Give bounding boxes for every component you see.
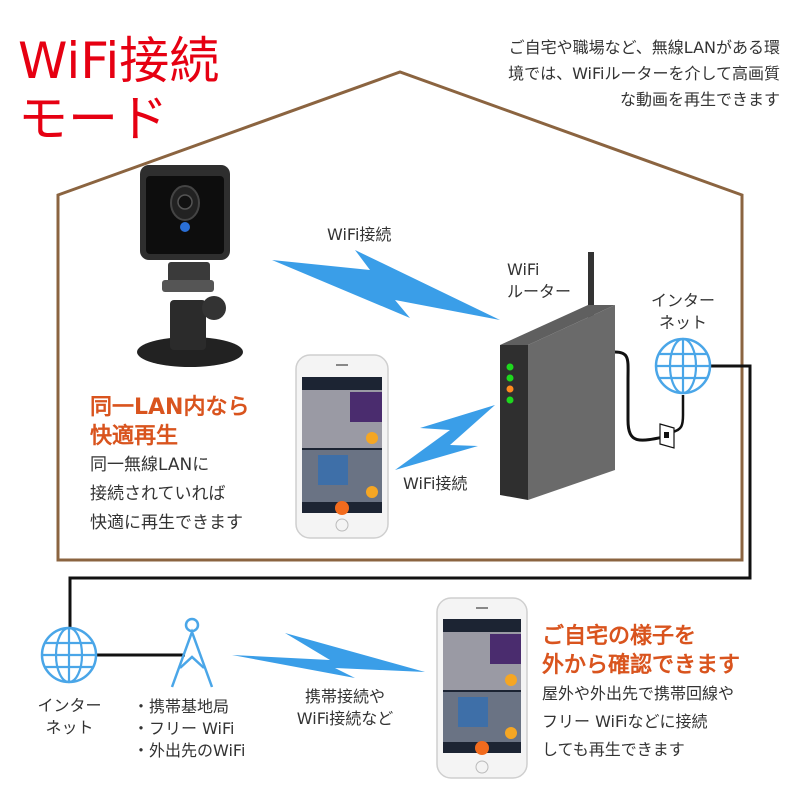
wifi-signal-phone-icon (395, 405, 495, 470)
same-lan-heading-line-2: 快適再生 (90, 424, 179, 449)
mobile-signal-icon (232, 633, 425, 678)
access-point-item: ・携帯基地局 (133, 697, 230, 716)
router-led (506, 385, 514, 393)
remote-heading-line-2: 外から確認できます (542, 653, 741, 678)
wifi-label-phone: WiFi接続 (403, 474, 468, 493)
router-led (506, 363, 514, 371)
connection-label-line-2: WiFi接続など (296, 709, 394, 728)
smartphone-home-icon (295, 354, 389, 539)
intro-text: ご自宅や職場など、無線LANがある環 境では、WiFiルーターを介して高画質 な… (420, 35, 780, 113)
title-line-1: WiFi接続 (18, 32, 220, 90)
router-label-line-2: ルーター (507, 282, 572, 301)
same-lan-section: 同一LAN内なら 快適再生 同一無線LANに 接続されていれば 快適に再生できま… (90, 393, 249, 538)
cell-tower-icon (170, 617, 214, 688)
house-outline (56, 70, 744, 562)
connection-label-line-1: 携帯接続や (304, 687, 385, 706)
same-lan-body-line-3: 快適に再生できます (90, 513, 243, 533)
internet-label-home-line-2: ネット (658, 313, 707, 332)
same-lan-heading-line-1: 同一LAN内なら (90, 395, 250, 420)
wall-socket-icon (659, 423, 675, 449)
wifi-label-top: WiFi接続 (327, 225, 392, 244)
internet-label-outside-line-1: インター (37, 696, 102, 715)
internet-globe-icon (654, 337, 712, 395)
access-point-list: ・携帯基地局 ・フリー WiFi ・外出先のWiFi (133, 696, 245, 762)
socket-globe-cable (671, 395, 685, 434)
router-leds (506, 363, 514, 404)
remote-viewing-section: ご自宅の様子を 外から確認できます 屋外や外出先で携帯回線や フリー WiFiな… (542, 622, 740, 764)
smartphone-outside-icon (436, 597, 528, 779)
same-lan-body-line-2: 接続されていれば (90, 484, 226, 504)
router-label-line-1: WiFi (507, 260, 540, 279)
outside-internet-globe-icon (40, 626, 98, 684)
router-led (506, 374, 514, 382)
title-line-2: モード (18, 90, 168, 148)
internet-label-outside: インター ネット (22, 695, 117, 739)
router-label: WiFi ルーター (507, 259, 571, 303)
internet-label-home: インター ネット (638, 290, 728, 334)
wifi-signal-top-icon (272, 250, 500, 320)
access-point-item: ・外出先のWiFi (133, 741, 246, 760)
router-cable (614, 350, 669, 442)
remote-body-line-3: しても再生できます (542, 740, 685, 759)
remote-body-line-2: フリー WiFiなどに接続 (542, 712, 708, 731)
intro-line-1: ご自宅や職場など、無線LANがある環 (508, 38, 780, 57)
intro-line-3: な動画を再生できます (619, 90, 780, 109)
intro-line-2: 境では、WiFiルーターを介して高画質 (508, 64, 780, 83)
access-point-item: ・フリー WiFi (133, 719, 235, 738)
remote-body-line-1: 屋外や外出先で携帯回線や (542, 684, 735, 703)
internet-label-outside-line-2: ネット (45, 718, 94, 737)
security-camera-icon (137, 165, 243, 367)
wifi-router-icon (500, 252, 615, 500)
same-lan-body-line-1: 同一無線LANに (90, 455, 210, 475)
remote-heading-line-1: ご自宅の様子を (542, 624, 697, 649)
internet-label-home-line-1: インター (650, 291, 715, 310)
external-network-cable (68, 364, 752, 628)
router-led (506, 396, 514, 404)
connection-label: 携帯接続や WiFi接続など (275, 686, 415, 730)
page-title: WiFi接続 モード (18, 32, 219, 148)
